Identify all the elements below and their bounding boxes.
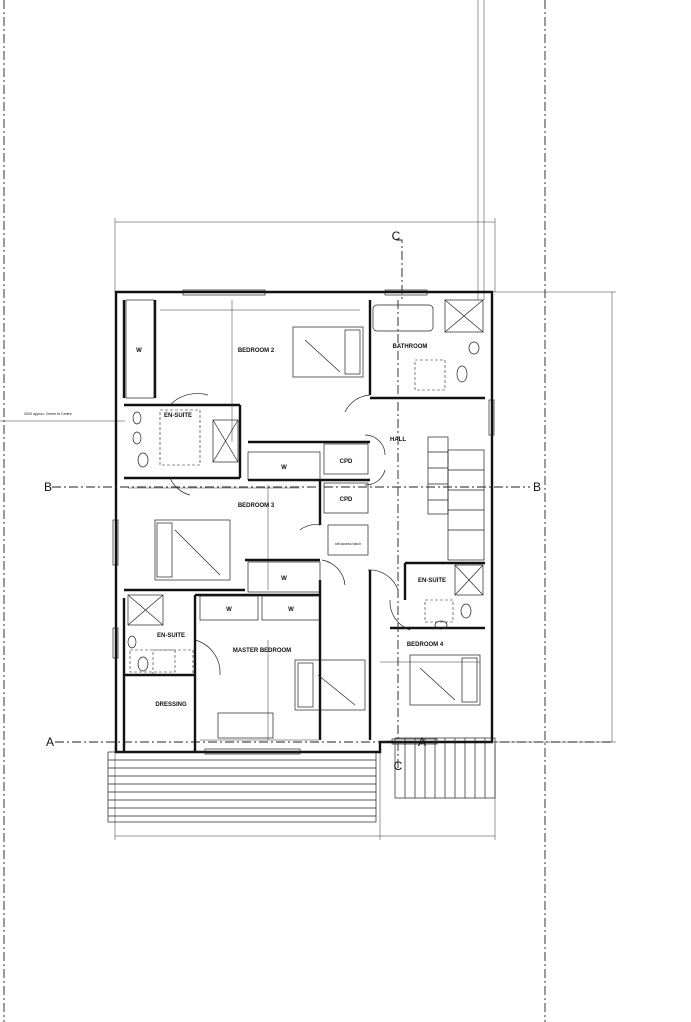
wardrobe-bedroom3 <box>247 561 321 593</box>
section-marker-c-top: C <box>392 229 401 243</box>
cupboard-label-bottom: CPD <box>340 497 353 503</box>
staircase <box>427 436 485 561</box>
dressing-table <box>217 712 274 739</box>
wardrobe-center <box>247 451 321 481</box>
room-label-hall: HALL <box>390 437 406 443</box>
toilet-ensuite-left <box>137 656 149 672</box>
shower-bathroom <box>444 299 484 333</box>
room-label-bedroom4: BEDROOM 4 <box>407 642 444 648</box>
wardrobe-label-1: W <box>136 348 142 354</box>
window-bathroom <box>384 289 428 296</box>
room-label-dressing: DRESSING <box>155 702 187 708</box>
cupboard-label-top: CPD <box>340 459 353 465</box>
wardrobe-label-5: W <box>288 607 294 613</box>
bed-bedroom4 <box>409 654 481 706</box>
window-ensuite-left <box>112 627 119 659</box>
boundary-note: 5200 approx. Centre to Centre <box>24 412 71 416</box>
room-label-bathroom: BATHROOM <box>393 344 428 350</box>
window-master <box>204 748 301 755</box>
section-marker-a-left: A <box>46 735 54 749</box>
toilet-ensuite-top <box>137 452 149 468</box>
room-label-bedroom2: BEDROOM 2 <box>238 348 275 354</box>
bed-master <box>294 659 366 711</box>
loft-hatch <box>327 524 369 556</box>
shower-ensuite-top <box>212 419 239 463</box>
window-bedroom2 <box>182 289 266 296</box>
basin-bathroom <box>468 341 480 355</box>
bath-tub <box>372 304 434 332</box>
wardrobe-label-2: W <box>281 465 287 471</box>
bed-bedroom3 <box>154 519 231 581</box>
room-label-ensuite-left: EN-SUITE <box>157 633 185 639</box>
section-marker-b-left: B <box>44 480 52 494</box>
basin-ensuite-right <box>434 620 448 630</box>
shower-ensuite-left <box>127 594 164 626</box>
room-label-ensuite-right: EN-SUITE <box>418 578 446 584</box>
bed-bedroom2 <box>292 326 364 378</box>
section-marker-b-right: B <box>533 480 541 494</box>
window-left <box>112 519 119 566</box>
wardrobe-master-2 <box>261 595 321 621</box>
wardrobe-label-3: W <box>281 576 287 582</box>
room-label-master-bedroom: MASTER BEDROOM <box>233 648 291 654</box>
steps-deck <box>394 737 496 799</box>
loft-hatch-label: loft access hatch <box>335 542 361 546</box>
wardrobe-label-4: W <box>226 607 232 613</box>
room-label-ensuite-top: EN-SUITE <box>164 413 192 419</box>
toilet-ensuite-right <box>460 603 472 619</box>
room-label-bedroom3: BEDROOM 3 <box>238 503 275 509</box>
basin-ensuite-left <box>127 635 137 649</box>
outer-wall <box>114 290 494 754</box>
wardrobe-master-1 <box>199 595 259 621</box>
section-line-c <box>396 239 403 770</box>
wardrobe-left <box>125 299 155 399</box>
balcony-decking <box>107 751 377 823</box>
basin-ensuite-top-1 <box>132 411 142 425</box>
basin-ensuite-top-2 <box>132 431 142 445</box>
cupboard-bottom <box>323 482 369 514</box>
section-marker-a-right: A <box>418 735 426 749</box>
section-marker-c-bottom: C <box>394 759 403 773</box>
toilet-bathroom <box>456 365 468 383</box>
internal-walls <box>122 300 485 752</box>
shower-ensuite-right <box>454 564 484 596</box>
window-hall <box>488 399 495 436</box>
window-bedroom4 <box>391 738 438 745</box>
cupboard-top <box>323 443 369 475</box>
